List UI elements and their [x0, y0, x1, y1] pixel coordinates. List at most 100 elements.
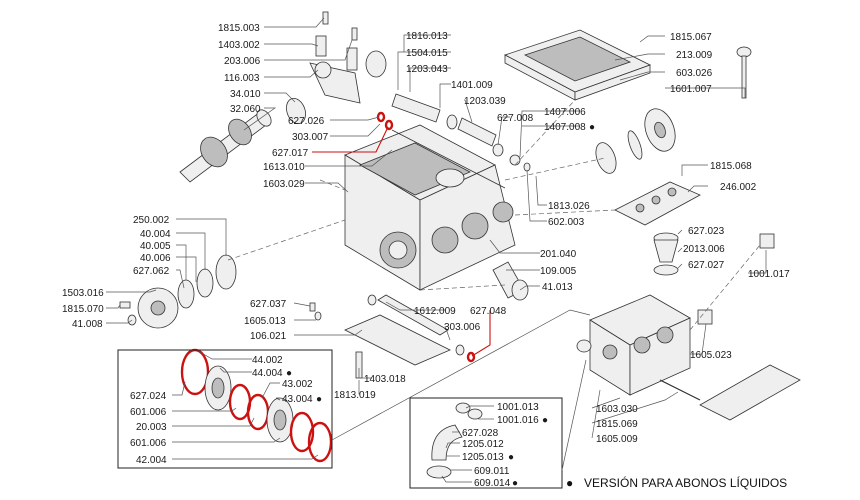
bullet-1001-016: ● — [542, 415, 548, 426]
label-1407-006: 1407.006 — [544, 107, 586, 118]
label-1815-070: 1815.070 — [62, 304, 104, 315]
part-labels: 1815.003 1403.002 203.006 116.003 34.010… — [62, 23, 790, 489]
valve-plate-drawing — [614, 181, 701, 226]
label-1815-069: 1815.069 — [596, 419, 638, 430]
label-106-021: 106.021 — [250, 331, 287, 342]
label-1601-007: 1601.007 — [670, 84, 712, 95]
label-1403-002: 1403.002 — [218, 40, 260, 51]
side-bushing-drawing — [492, 261, 529, 301]
label-627-026: 627.026 — [288, 116, 325, 127]
bearing-cover-right-drawing — [595, 108, 676, 174]
label-1401-009: 1401.009 — [451, 80, 493, 91]
label-1205-013: 1205.013 — [462, 452, 504, 463]
label-1816-013: 1816.013 — [406, 31, 448, 42]
label-601-006-b: 601.006 — [130, 438, 167, 449]
pump-head-drawing — [576, 294, 801, 421]
piston-guide-drawing — [391, 93, 531, 189]
label-1001-013: 1001.013 — [497, 402, 539, 413]
label-40-004: 40.004 — [140, 229, 171, 240]
top-bolts-drawing — [322, 11, 358, 41]
label-41-013: 41.013 — [542, 282, 573, 293]
label-1612-009: 1612.009 — [414, 306, 456, 317]
label-1605-013: 1605.013 — [244, 316, 286, 327]
label-609-014: 609.014 — [474, 478, 511, 489]
label-1605-009: 1605.009 — [596, 434, 638, 445]
label-116-003: 116.003 — [224, 73, 260, 84]
valve-spring-drawing — [653, 232, 679, 276]
label-1815-003: 1815.003 — [218, 23, 260, 34]
label-1605-023: 1605.023 — [690, 350, 732, 361]
label-1504-015: 1504.015 — [406, 48, 448, 59]
bullet-43-004: ● — [316, 394, 322, 405]
label-44-002: 44.002 — [252, 355, 283, 366]
connecting-rod-drawing — [309, 35, 387, 104]
seal-kit-drawing — [180, 348, 333, 463]
fittings-box — [409, 397, 563, 489]
label-627-048: 627.048 — [470, 306, 507, 317]
label-40-006: 40.006 — [140, 253, 171, 264]
label-1813-026: 1813.026 — [548, 201, 590, 212]
label-1503-016: 1503.016 — [62, 288, 104, 299]
crankcase-drawing — [344, 124, 516, 291]
label-250-002: 250.002 — [133, 215, 170, 226]
label-20-003: 20.003 — [136, 422, 167, 433]
label-627-017: 627.017 — [272, 148, 309, 159]
label-627-008: 627.008 — [497, 113, 534, 124]
bullet-1205-013: ● — [508, 452, 514, 463]
bullet-1407-008: ● — [589, 122, 595, 133]
lower-plate-drawing — [309, 294, 476, 379]
label-1205-012: 1205.012 — [462, 439, 504, 450]
label-41-008: 41.008 — [72, 319, 103, 330]
label-609-011: 609.011 — [474, 466, 510, 477]
label-44-004: 44.004 — [252, 368, 283, 379]
legend: ● VERSIÓN PARA ABONOS LÍQUIDOS — [566, 475, 787, 490]
oring-627048-drawing — [466, 351, 476, 363]
label-1613-010: 1613.010 — [263, 162, 305, 173]
label-601-006-a: 601.006 — [130, 407, 167, 418]
label-203-006: 203.006 — [224, 56, 261, 67]
label-1001-016: 1001.016 — [497, 415, 539, 426]
label-627-062: 627.062 — [133, 266, 170, 277]
legend-text: VERSIÓN PARA ABONOS LÍQUIDOS — [584, 475, 787, 490]
label-32-060: 32.060 — [230, 104, 261, 115]
kit-connector-line — [331, 309, 591, 441]
label-1813-019: 1813.019 — [334, 390, 376, 401]
rear-cover-drawing — [503, 29, 652, 101]
leader-lines — [106, 17, 767, 483]
label-40-005: 40.005 — [140, 241, 171, 252]
left-bearing-stack-drawing — [119, 254, 237, 329]
label-1815-067: 1815.067 — [670, 32, 712, 43]
label-201-040: 201.040 — [540, 249, 577, 260]
bullet-44-004: ● — [286, 368, 292, 379]
oil-dipstick-drawing — [736, 46, 752, 99]
label-1203-039: 1203.039 — [464, 96, 506, 107]
label-1603-030: 1603.030 — [596, 404, 638, 415]
label-213-009: 213.009 — [676, 50, 713, 61]
crankshaft-drawing — [179, 109, 272, 183]
label-1001-017: 1001.017 — [748, 269, 790, 280]
seal-kit-box — [117, 349, 333, 469]
fitting-connector-line — [561, 359, 587, 471]
label-1403-018: 1403.018 — [364, 374, 406, 385]
label-627-023: 627.023 — [688, 226, 725, 237]
legend-bullet: ● — [566, 476, 573, 490]
label-42-004: 42.004 — [136, 455, 167, 466]
label-603-026: 603.026 — [676, 68, 713, 79]
label-627-024: 627.024 — [130, 391, 167, 402]
label-43-002: 43.002 — [282, 379, 313, 390]
label-43-004: 43.004 — [282, 394, 313, 405]
label-627-037: 627.037 — [250, 299, 287, 310]
label-1815-068: 1815.068 — [710, 161, 752, 172]
label-303-007: 303.007 — [292, 132, 329, 143]
label-1603-029: 1603.029 — [263, 179, 305, 190]
bullet-609-014: ● — [512, 478, 518, 489]
label-246-002: 246.002 — [720, 182, 757, 193]
label-303-006: 303.006 — [444, 322, 481, 333]
oring-627017-drawing — [384, 119, 394, 131]
label-1407-008: 1407.008 — [544, 122, 586, 133]
label-2013-006: 2013.006 — [683, 244, 725, 255]
label-602-003: 602.003 — [548, 217, 585, 228]
label-109-005: 109.005 — [540, 266, 577, 277]
label-34-010: 34.010 — [230, 89, 261, 100]
